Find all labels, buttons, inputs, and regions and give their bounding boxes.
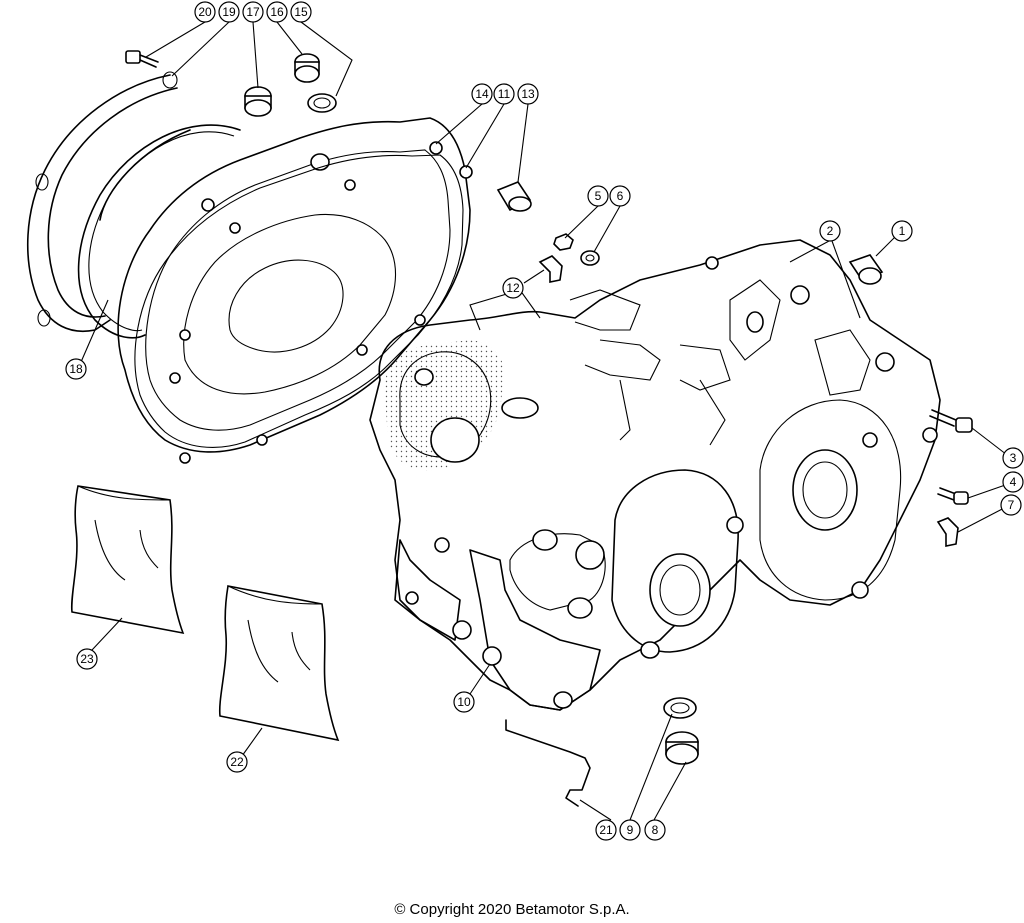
crankcase-left-half (369, 239, 941, 711)
callout-3: 3 (1002, 447, 1024, 469)
svg-text:9: 9 (627, 823, 634, 837)
bolt-20 (125, 50, 159, 68)
crankcase-lower-section (394, 533, 606, 711)
svg-text:20: 20 (198, 5, 212, 19)
svg-text:15: 15 (294, 5, 308, 19)
leader-lines (80, 21, 1012, 821)
svg-text:14: 14 (475, 87, 489, 101)
callout-21: 21 (595, 819, 617, 841)
svg-text:10: 10 (457, 695, 471, 709)
parts-bag-22 (218, 585, 340, 742)
callout-17: 17 (242, 1, 264, 23)
clutch-cover (117, 117, 473, 464)
bolt-3 (929, 409, 973, 433)
callout-4: 4 (1002, 471, 1024, 493)
callout-22: 22 (226, 751, 248, 773)
svg-text:21: 21 (599, 823, 613, 837)
bolt-4 (937, 487, 969, 505)
bushing-1 (848, 254, 884, 285)
svg-text:5: 5 (595, 189, 602, 203)
svg-text:4: 4 (1010, 475, 1017, 489)
callout-10: 10 (453, 691, 475, 713)
plug-17 (244, 86, 272, 117)
svg-text:23: 23 (80, 652, 94, 666)
callout-23: 23 (76, 648, 98, 670)
wire-clip-21 (505, 719, 591, 807)
callout-8: 8 (644, 819, 666, 841)
bushing-13 (496, 181, 532, 212)
washer-6 (580, 250, 600, 266)
callout-6: 6 (609, 185, 631, 207)
svg-text:11: 11 (498, 87, 511, 101)
outer-ignition-cover (26, 71, 191, 332)
callout-16: 16 (266, 1, 288, 23)
plug-16 (294, 53, 320, 83)
callout-9: 9 (619, 819, 641, 841)
callout-12: 12 (502, 277, 524, 299)
callout-13: 13 (517, 83, 539, 105)
elbow-fitting-12 (538, 255, 563, 283)
exploded-parts-diagram: 20 19 17 16 15 14 11 13 5 6 2 1 12 18 3 … (26, 1, 1024, 841)
elbow-fitting-7 (936, 517, 959, 547)
callout-1: 1 (891, 220, 913, 242)
parts-bag-23 (70, 485, 185, 635)
crankcase-right-half (705, 256, 938, 601)
callout-2: 2 (819, 220, 841, 242)
svg-text:22: 22 (230, 755, 244, 769)
callout-18: 18 (65, 358, 87, 380)
callout-19: 19 (218, 1, 240, 23)
washer-9 (663, 697, 697, 719)
callout-5: 5 (587, 185, 609, 207)
callout-20: 20 (194, 1, 216, 23)
nut-5 (553, 233, 574, 251)
svg-text:6: 6 (617, 189, 624, 203)
washer-15 (307, 93, 337, 113)
svg-text:16: 16 (270, 5, 284, 19)
callout-7: 7 (1000, 494, 1022, 516)
svg-text:19: 19 (222, 5, 236, 19)
svg-text:2: 2 (827, 224, 834, 238)
cover-gasket-ring (77, 124, 241, 339)
drain-plug-8 (665, 731, 699, 765)
svg-text:13: 13 (521, 87, 535, 101)
copyright-footer: © Copyright 2020 Betamotor S.p.A. (394, 901, 630, 918)
svg-text:8: 8 (652, 823, 659, 837)
svg-text:3: 3 (1010, 451, 1017, 465)
callout-15: 15 (290, 1, 312, 23)
svg-text:12: 12 (506, 281, 520, 295)
callout-14: 14 (471, 83, 493, 105)
svg-text:7: 7 (1008, 498, 1015, 512)
callout-11: 11 (493, 83, 515, 105)
svg-text:17: 17 (246, 5, 260, 19)
clutch-cover-gasket (134, 154, 464, 448)
crankcase-main-bearing-housing (532, 469, 744, 659)
svg-text:1: 1 (899, 224, 906, 238)
svg-text:18: 18 (69, 362, 83, 376)
